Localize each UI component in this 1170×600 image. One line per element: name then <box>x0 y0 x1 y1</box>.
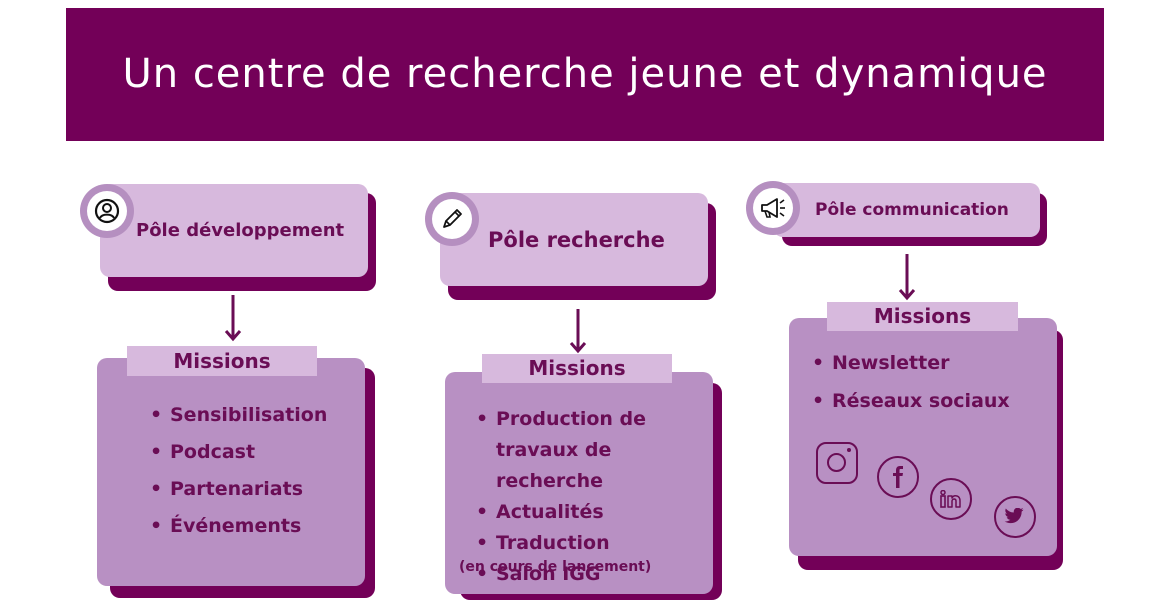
instagram-icon <box>816 442 858 484</box>
list-item: Traduction <box>476 528 712 559</box>
facebook-icon <box>877 456 919 498</box>
list-item: Production de travaux de recherche <box>476 404 712 497</box>
pole-communication-missions-list: Newsletter Réseaux sociaux <box>812 352 1052 428</box>
list-item: Sensibilisation <box>150 404 360 441</box>
pole-developpement-missions-list: Sensibilisation Podcast Partenariats Évé… <box>150 404 360 552</box>
list-item: Salon IGG <box>476 559 712 590</box>
pole-communication-missions-label: Missions <box>827 302 1018 331</box>
pole-developpement-arrow <box>224 295 242 342</box>
pole-communication-header: Pôle communication <box>773 183 1040 237</box>
pole-recherche-title: Pôle recherche <box>488 227 665 252</box>
pole-communication-title: Pôle communication <box>815 200 1009 220</box>
pole-recherche-icon-badge <box>425 192 479 246</box>
list-item: Réseaux sociaux <box>812 390 1052 428</box>
list-item: Newsletter <box>812 352 1052 390</box>
pole-recherche-missions-list: Production de travaux de recherche Actua… <box>476 404 712 590</box>
linkedin-icon <box>930 478 972 520</box>
list-item: Événements <box>150 515 360 552</box>
list-item: Actualités <box>476 497 712 528</box>
title-banner: Un centre de recherche jeune et dynamiqu… <box>66 8 1104 141</box>
pole-developpement-missions-label: Missions <box>127 346 317 376</box>
pole-developpement-header: Pôle développement <box>100 184 368 277</box>
pole-recherche-arrow <box>569 309 587 354</box>
megaphone-icon <box>761 198 785 218</box>
pole-recherche-header: Pôle recherche <box>440 193 708 286</box>
twitter-icon <box>994 496 1036 538</box>
pole-developpement-icon-badge <box>80 184 134 238</box>
salon-igg-note: (en cours de lancement) <box>459 559 652 575</box>
user-circle-icon <box>94 198 120 224</box>
pole-recherche-missions-label: Missions <box>482 354 672 383</box>
pole-communication-icon-badge <box>746 181 800 235</box>
pole-developpement-title: Pôle développement <box>136 220 345 241</box>
pencil-icon <box>443 209 462 228</box>
pole-communication-arrow <box>898 254 916 301</box>
list-item: Partenariats <box>150 478 360 515</box>
list-item: Podcast <box>150 441 360 478</box>
page-title: Un centre de recherche jeune et dynamiqu… <box>122 51 1048 97</box>
